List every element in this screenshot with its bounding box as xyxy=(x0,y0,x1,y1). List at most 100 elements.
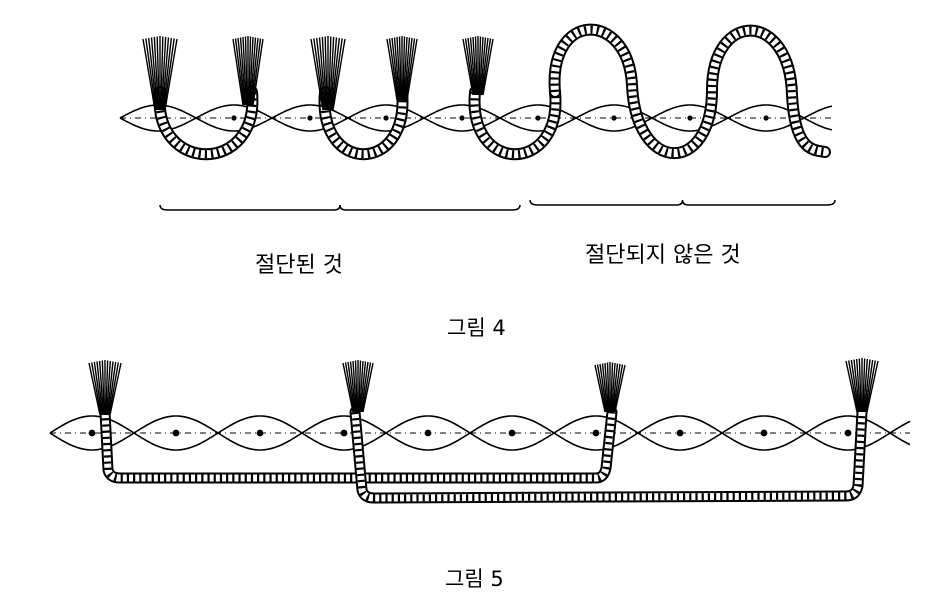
rope-body xyxy=(320,88,407,159)
figure-5-caption: 그림 5 xyxy=(445,567,504,591)
fibre xyxy=(142,38,156,111)
fibre xyxy=(250,37,259,106)
warp-dot xyxy=(535,115,541,121)
fibre xyxy=(331,38,343,111)
fibre xyxy=(845,360,858,413)
fibre xyxy=(313,38,325,111)
warp-dot xyxy=(844,429,852,437)
fibre xyxy=(362,362,374,413)
fibre xyxy=(406,38,418,101)
fibre xyxy=(160,36,164,111)
cut-pile-tuft xyxy=(232,36,264,106)
fibre xyxy=(153,36,160,111)
rope-outline xyxy=(548,23,831,160)
fibre xyxy=(321,36,328,111)
rope-twist xyxy=(351,411,866,502)
fibre xyxy=(147,37,158,111)
rope-twist xyxy=(155,91,257,159)
fibre xyxy=(244,36,248,106)
warp-dot xyxy=(231,115,237,121)
pile-yarn-2 xyxy=(349,406,868,504)
warp-dot xyxy=(383,115,389,121)
warp-dot xyxy=(88,429,96,437)
fibre xyxy=(462,38,474,96)
fibre xyxy=(162,37,173,111)
fibre xyxy=(594,364,606,413)
fibre xyxy=(388,38,399,101)
fibre xyxy=(251,38,262,106)
fibre xyxy=(329,37,338,111)
tuft-base xyxy=(241,94,255,103)
cut-pile-tuft xyxy=(462,36,494,96)
warp-dot xyxy=(687,115,693,121)
rope-twist xyxy=(320,91,407,159)
warp-dot xyxy=(592,429,600,437)
fibre xyxy=(386,38,398,101)
fibre xyxy=(160,36,167,111)
fibre xyxy=(315,37,326,111)
fibre xyxy=(866,360,879,413)
brace-cut xyxy=(159,204,521,211)
warp-dot xyxy=(256,429,264,437)
fibre xyxy=(232,38,244,106)
tuft-base xyxy=(153,99,167,108)
cut-pile-tuft xyxy=(142,36,178,111)
fibre xyxy=(248,36,254,106)
warp-dot xyxy=(676,429,684,437)
uncut-pile-loop xyxy=(548,23,831,160)
cut-pile-tuft xyxy=(310,36,346,111)
fibre xyxy=(164,38,178,111)
fibre xyxy=(402,36,406,101)
rope-body xyxy=(470,88,560,159)
figure-5-weft xyxy=(49,415,911,451)
tuft-base xyxy=(471,84,485,93)
tuft-base xyxy=(351,401,365,410)
fibre xyxy=(150,37,159,111)
fibre xyxy=(109,362,122,416)
fibre xyxy=(402,36,408,101)
fibre xyxy=(324,36,328,111)
figure-4-caption: 그림 4 xyxy=(447,316,506,340)
warp-dot xyxy=(760,429,768,437)
fibre xyxy=(482,38,494,96)
pile-tuft xyxy=(88,360,122,416)
fibre xyxy=(161,37,170,111)
fibre xyxy=(332,38,346,111)
warp-dot xyxy=(459,115,465,121)
fibre xyxy=(328,36,335,111)
fibre xyxy=(391,37,400,101)
weft-thread xyxy=(49,415,911,451)
tuft-base xyxy=(395,89,409,98)
cut-pile-tuft xyxy=(386,36,418,101)
figure-5-drawing xyxy=(49,358,911,504)
warp-dot xyxy=(611,115,617,121)
fibre xyxy=(252,38,264,106)
label-cut: 절단된 것 xyxy=(255,253,343,278)
fibre xyxy=(237,37,246,106)
warp-dot xyxy=(424,429,432,437)
fibre xyxy=(239,37,247,106)
fibre xyxy=(396,36,402,101)
fibre xyxy=(156,36,160,111)
fibre xyxy=(145,38,157,111)
warp-dot xyxy=(307,115,313,121)
fibre xyxy=(163,38,175,111)
fibre xyxy=(614,364,626,413)
warp-dot xyxy=(172,429,180,437)
pile-tuft xyxy=(594,362,626,413)
label-uncut: 절단되지 않은 것 xyxy=(585,243,741,268)
cut-pile-loop xyxy=(153,86,259,161)
tuft-base xyxy=(321,99,335,108)
fibre xyxy=(398,36,402,101)
fibre xyxy=(88,362,101,416)
tuft-base xyxy=(603,401,617,410)
pile-tuft xyxy=(342,360,374,413)
tuft-base xyxy=(855,401,869,410)
fibre xyxy=(249,37,257,106)
rope-twist xyxy=(550,25,826,158)
fibre xyxy=(405,38,416,101)
fibre xyxy=(330,37,341,111)
pile-tuft xyxy=(845,358,879,413)
figure-4-drawing xyxy=(119,23,836,211)
